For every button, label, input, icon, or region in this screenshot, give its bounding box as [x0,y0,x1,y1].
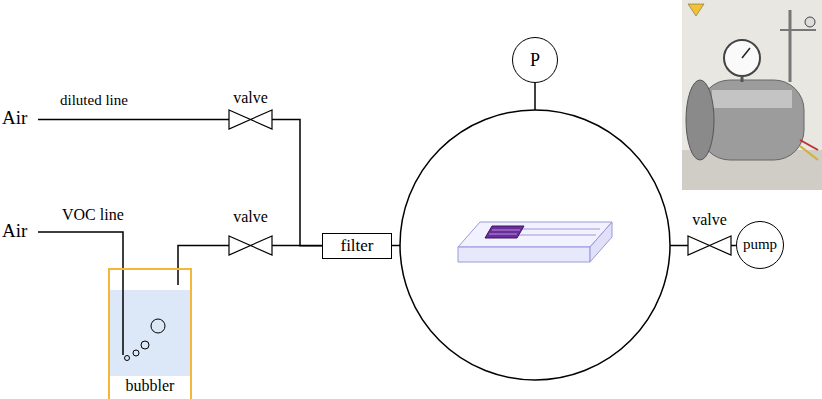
photo-pipe [780,29,816,31]
pressure-gauge: P [512,37,558,83]
photo-tank [700,80,804,160]
sensor-device [458,222,612,262]
valve-triangle [688,236,710,255]
valve-symbol: valve [229,236,272,255]
valve-outline [229,236,272,255]
photo-pipe [741,76,744,82]
photo-gauge-needle [742,48,750,58]
line-label: diluted line [60,92,128,109]
bubble [125,356,130,361]
valve-triangle [229,236,251,255]
filter-box: filter [322,233,392,259]
sensor-side [590,222,612,262]
pipe-connector [272,245,322,247]
vessel-label: bubbler [110,377,190,395]
node-label: pump [743,236,777,253]
sensor-front [458,247,590,262]
inlet-label: Air [2,220,27,242]
bubbler-vessel: bubbler [108,268,192,399]
photo-background [682,0,822,190]
apparatus-photo [682,0,822,190]
bubbler-outlet-tube [177,268,179,285]
node-label: P [530,50,540,71]
chip-electrode [492,230,520,231]
photo-pipe [789,10,792,82]
gauge-line [534,83,536,110]
sensor-chip [485,226,524,238]
outlet-line [670,245,688,247]
photo-warning-sign [688,4,704,16]
bubble [141,341,149,349]
photo-tank-highlight [712,90,792,108]
valve-triangle [229,110,251,129]
valve-outline [688,236,731,255]
valve-label: valve [233,208,268,226]
valve-symbol: valve [688,236,731,255]
photo-gauge [724,40,760,76]
valve-symbol: valve [229,110,272,129]
photo-small-gauge [805,17,815,27]
valve-label: valve [233,89,268,107]
valve-label: valve [692,211,727,229]
sensor-top [458,222,612,247]
inlet-label: Air [2,107,27,129]
pipe-connector [178,246,229,269]
valve-outline [229,110,272,129]
valve-triangle [710,236,732,255]
node-label: filter [340,236,373,256]
bubbles [125,319,166,361]
test-chamber [400,110,670,380]
valve-triangle [251,236,273,255]
bubble [133,350,139,356]
bubbler-liquid [110,290,190,376]
bubble [151,319,165,333]
photo-tank-end [686,80,714,160]
diluted-air-line [38,119,229,121]
voc-air-line [38,232,123,355]
sensor-channel [522,229,600,230]
photo-wire [800,146,818,160]
chip-electrode [489,234,517,235]
pump-symbol: pump [736,221,784,269]
line-label: VOC line [62,206,124,224]
sensor-channel [518,235,596,236]
inlet-line [392,245,400,247]
pipe-connector [272,120,322,246]
valve-triangle [251,110,273,129]
